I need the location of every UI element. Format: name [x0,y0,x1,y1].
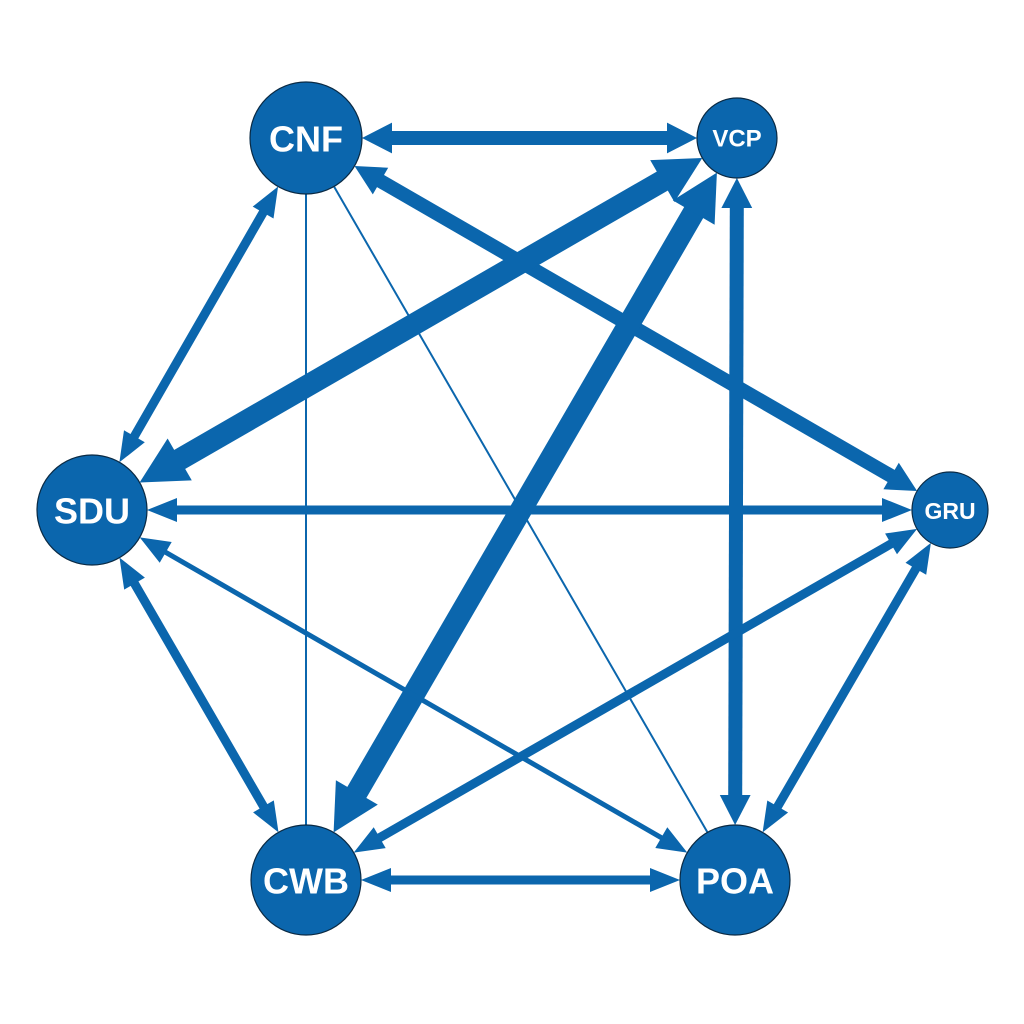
node-label: SDU [54,491,130,532]
edge-line [168,168,674,473]
arrowhead-icon [672,172,717,225]
arrowhead-icon [119,430,145,463]
arrowhead-icon [253,800,279,833]
arrowhead-icon [719,795,751,825]
node-sdu: SDU [36,454,148,566]
node-cnf: CNF [249,81,363,195]
arrowhead-icon [885,528,918,555]
arrowhead-icon [147,498,177,522]
node-label: CWB [263,861,349,902]
edge-sdu-poa [139,537,688,853]
node-gru: GRU [911,471,989,549]
arrowhead-icon [650,158,703,202]
node-circle [679,824,791,936]
node-vcp: VCP [696,97,778,179]
arrowhead-icon [362,122,392,154]
arrowhead-icon [139,438,192,483]
edge-sdu-cwb [119,557,279,833]
arrowhead-icon [762,800,789,833]
arrowhead-icon [650,868,680,892]
node-circle [911,471,989,549]
arrowhead-icon [252,186,279,219]
edge-gru-cwb [353,528,918,853]
edge-cnf-sdu [119,186,279,463]
arrowhead-icon [333,780,378,833]
edge-vcp-poa [719,178,753,825]
arrowhead-icon [883,462,918,491]
arrowhead-icon [667,122,697,154]
arrowhead-icon [354,166,389,195]
edge-line [128,577,270,813]
arrowhead-icon [139,537,172,563]
node-circle [249,81,363,195]
edge-vcp-sdu [139,158,703,483]
arrowhead-icon [721,178,753,208]
edge-vcp-cwb [333,172,717,833]
node-label: GRU [924,498,975,524]
edge-sdu-gru [147,498,912,522]
edge-line [373,537,898,844]
edge-layer [119,122,931,892]
node-cwb: CWB [250,824,362,936]
arrowhead-icon [882,498,912,522]
node-label: POA [696,861,774,902]
node-label: VCP [712,126,761,153]
node-circle [696,97,778,179]
node-circle [250,824,362,936]
edge-line [771,562,922,813]
edge-line [160,547,667,843]
arrowhead-icon [119,557,145,590]
edge-line [728,203,744,800]
edge-cnf-vcp [362,122,697,154]
arrowhead-icon [655,827,688,853]
edge-gru-poa [762,542,931,833]
node-layer: CNF VCP SDU GRU CWB POA [36,81,989,936]
arrowhead-icon [905,542,931,575]
arrowhead-icon [361,868,391,892]
node-label: CNF [269,119,343,160]
node-poa: POA [679,824,791,936]
node-circle [36,454,148,566]
edge-line [128,206,270,443]
edge-line [343,200,707,805]
arrowhead-icon [353,827,386,853]
edge-cwb-poa [361,868,680,892]
